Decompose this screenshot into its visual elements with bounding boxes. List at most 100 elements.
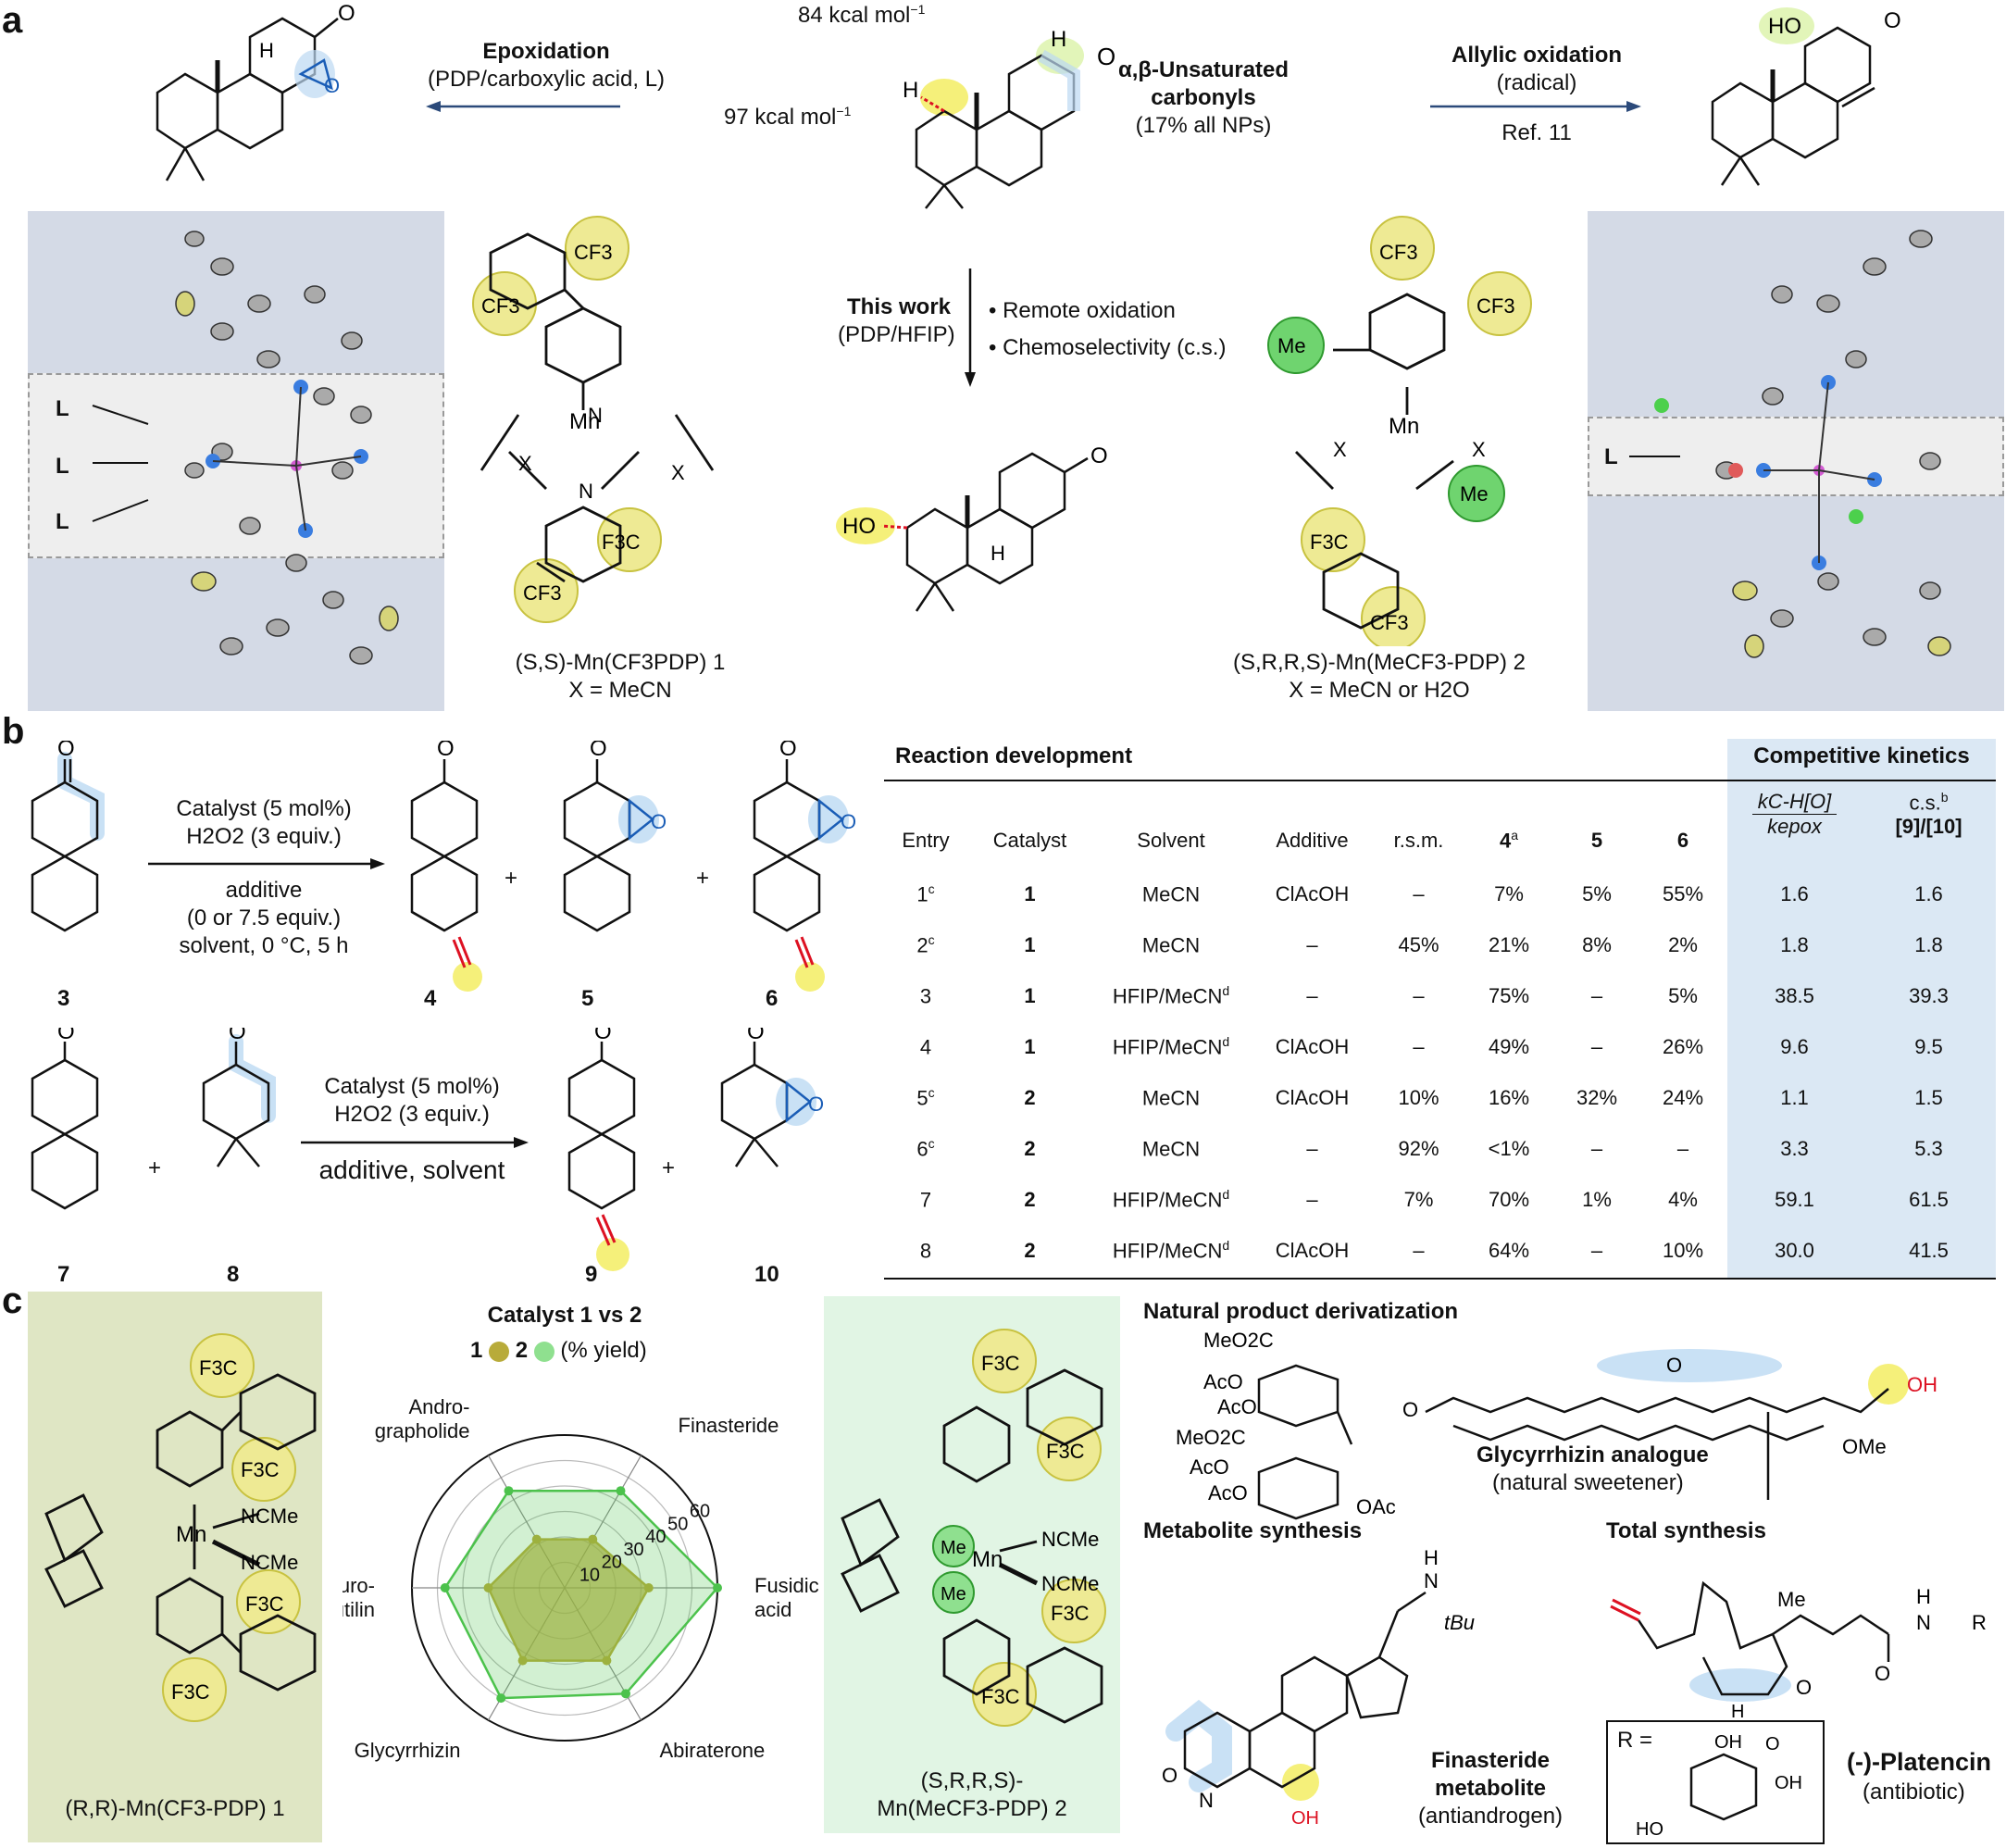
c7-oxygen: O — [57, 1028, 75, 1044]
glyc-ketone-o: O — [1666, 1354, 1682, 1377]
compound-4-label: 4 — [424, 986, 437, 1011]
cat2-cf3-bottom: CF3 — [1370, 611, 1409, 634]
entry-cell: 6c — [916, 1135, 935, 1161]
radar-point-series-1 — [643, 1583, 654, 1592]
h-label: H — [259, 39, 274, 62]
additive-cell: ClAcOH — [1275, 1238, 1350, 1262]
fin-nh: N — [1199, 1789, 1214, 1812]
panel-c-label: c — [2, 1280, 23, 1321]
table-rule-top — [884, 780, 1996, 781]
cond2-line1: Catalyst (5 mol%) — [324, 1074, 500, 1099]
radar-axis-label: Pleuro- — [343, 1574, 375, 1597]
yield-6-cell: 26% — [1662, 1034, 1704, 1058]
kratio-cell: 3.3 — [1780, 1136, 1809, 1160]
catalyst-cell: 1 — [1024, 1034, 1036, 1058]
rsm-cell: – — [1413, 881, 1425, 905]
ligand-arrow-right — [1629, 456, 1680, 457]
substrate-o-label: O — [1097, 43, 1115, 70]
crystal-structure-left: L L L — [28, 211, 444, 711]
kratio-cell: 9.6 — [1780, 1034, 1809, 1058]
additive-cell: – — [1306, 983, 1318, 1007]
cat1-cf3-left: CF3 — [481, 294, 520, 318]
substrate-structure: H H O — [903, 27, 1115, 209]
cat1-x-right: X — [671, 461, 685, 484]
cat2-x-left: X — [1333, 438, 1347, 461]
glyc-meo2c-1: MeO2C — [1203, 1329, 1274, 1352]
th-cs — [1862, 813, 1996, 868]
compound-7-structure: O — [31, 1028, 99, 1210]
radar-point-series-1 — [483, 1583, 493, 1592]
fin-name-l1: Finasteride — [1430, 1748, 1551, 1773]
ligand-arrows — [92, 405, 149, 522]
yield-5-cell: – — [1590, 1238, 1603, 1262]
cat2-cf3-right: CF3 — [1476, 294, 1515, 318]
glyc-meo2c-2: MeO2C — [1176, 1426, 1246, 1449]
plat-h: H — [1731, 1702, 1744, 1722]
yield-6-cell: 24% — [1662, 1085, 1704, 1109]
plat-o: O — [1875, 1662, 1890, 1685]
r-ho: HO — [1636, 1819, 1663, 1838]
radar-tick-label: 10 — [579, 1565, 600, 1585]
r-oh: OH — [1714, 1732, 1742, 1753]
yield-4-cell: 49% — [1488, 1034, 1530, 1058]
c6-epox-o: O — [841, 810, 856, 833]
compound-5-label: 5 — [581, 986, 594, 1011]
c-cat2-me-1: Me — [941, 1538, 966, 1558]
yield-6-cell: 4% — [1668, 1187, 1698, 1211]
additive-cell: ClAcOH — [1275, 881, 1350, 905]
catalyst-2-structure: CF3 CF3 Me Me Mn X X F3C CF3 — [1267, 216, 1532, 646]
epoxidation-title: Epoxidation — [482, 39, 610, 64]
rsm-cell: 10% — [1398, 1085, 1439, 1109]
radar-point-series-1 — [588, 1534, 598, 1544]
cat2-f3c: F3C — [1310, 531, 1349, 554]
allylic-ref: Ref. 11 — [1501, 120, 1572, 145]
catalyst-cell: 1 — [1024, 932, 1036, 956]
cat1-x-left: X — [518, 452, 532, 475]
catalyst-cell: 2 — [1024, 1136, 1036, 1160]
yield-5-cell: – — [1590, 1034, 1603, 1058]
c3-oxygen: O — [57, 741, 75, 761]
additive-cell: ClAcOH — [1275, 1085, 1350, 1109]
ortep-diagram-right — [1654, 230, 1951, 658]
cat1-name: (S,S)-Mn(CF3PDP) 1 — [515, 650, 726, 675]
yield-4-cell: 70% — [1488, 1187, 1530, 1211]
cat1-n-bottom: N — [579, 480, 593, 503]
radar-title: Catalyst 1 vs 2 — [487, 1303, 642, 1328]
radar-axis-label: mutilin — [343, 1598, 375, 1621]
solvent-cell: MeCN — [1141, 882, 1201, 906]
epoxide-o-label: O — [324, 74, 340, 97]
fin-name-l2: metabolite — [1434, 1776, 1547, 1801]
glyc-aco-2: AcO — [1217, 1395, 1257, 1418]
radar-chart: 102030405060FinasterideFusidicacidAbirat… — [343, 1395, 819, 1762]
plat-me: Me — [1777, 1588, 1806, 1611]
kratio-cell: 1.8 — [1780, 932, 1809, 956]
entry-cell: 4 — [919, 1035, 932, 1059]
radar-point-series-2 — [621, 1689, 630, 1699]
c10-oxygen: O — [747, 1028, 765, 1044]
c-cat1-f3c-bottom: F3C — [171, 1680, 210, 1704]
c6-oxygen: O — [779, 741, 797, 761]
solvent-cell: HFIP/MeCNd — [1112, 1237, 1230, 1263]
c-cat2-name-l1: (S,R,R,S)- — [920, 1768, 1024, 1793]
catalyst-cell: 1 — [1024, 983, 1036, 1007]
c5-epox-o: O — [651, 810, 667, 833]
catalyst-1-structure: CF3 CF3 F3C CF3 N Mn X X N — [472, 216, 715, 623]
r-eq-label: R = — [1617, 1728, 1653, 1753]
c-cat1-mn: Mn — [176, 1522, 206, 1547]
table-header-row: Entry Catalyst Solvent Additive r.s.m. 4… — [884, 813, 1996, 868]
cat2-x-def: X = MeCN or H2O — [1289, 678, 1470, 703]
radar-point-series-1 — [517, 1655, 528, 1666]
c-cat2-f3c-top: F3C — [981, 1352, 1020, 1375]
unsat-line1: α,β-Unsaturated — [1117, 57, 1290, 82]
cat1-f3c: F3C — [602, 531, 641, 554]
product-o: O — [1090, 443, 1108, 468]
cs-cell: 1.6 — [1914, 881, 1943, 905]
c-cat2-ncme-1: NCMe — [1041, 1528, 1099, 1551]
radar-axis-label: Fusidic — [754, 1574, 819, 1597]
cat2-me-bottom: Me — [1460, 482, 1489, 506]
yield-5-cell: 8% — [1582, 932, 1612, 956]
kratio-cell: 1.1 — [1780, 1085, 1809, 1109]
c-cat1-ncme-1: NCMe — [241, 1505, 298, 1528]
